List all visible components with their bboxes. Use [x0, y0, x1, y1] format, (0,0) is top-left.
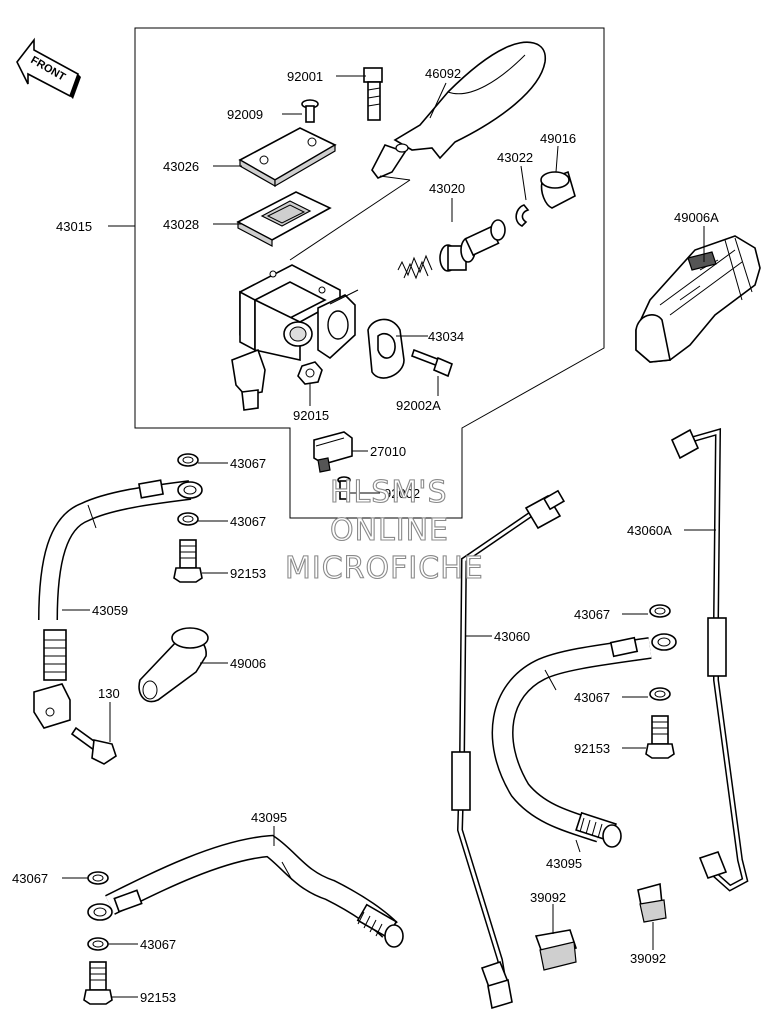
- part-labels: 92001 46092 92009 43026 43022 49016 4302…: [12, 66, 719, 1005]
- switch-screw: [337, 476, 351, 500]
- label-49016: 49016: [540, 131, 576, 146]
- holder-clamp: [367, 318, 405, 379]
- label-39092-a: 39092: [530, 890, 566, 905]
- clutch-pipe-43060A: [670, 428, 749, 892]
- label-92002: 92002: [384, 486, 420, 501]
- leader-lines: [62, 75, 716, 998]
- label-92153-c: 92153: [140, 990, 176, 1005]
- label-43067-d: 43067: [574, 690, 610, 705]
- banjo-bolt-a: [173, 539, 203, 583]
- pipe-clamp-a: [534, 929, 578, 971]
- piston-kit: [397, 219, 506, 280]
- label-43022: 43022: [497, 150, 533, 165]
- nut-92015: [297, 361, 323, 385]
- label-27010: 27010: [370, 444, 406, 459]
- clutch-pipe-43060: [451, 489, 566, 1010]
- cap-screw: [301, 99, 319, 123]
- label-39092-b: 39092: [630, 951, 666, 966]
- clutch-hose-43095-bottom: [87, 834, 404, 948]
- lever-cover: [635, 235, 761, 363]
- label-43026: 43026: [163, 159, 199, 174]
- circlip: [515, 204, 530, 227]
- assembly-outline: [134, 27, 605, 519]
- watermark-line-1: HLSM'S: [330, 475, 448, 510]
- label-46092: 46092: [425, 66, 461, 81]
- clamp-bolt: [410, 348, 453, 378]
- label-92001: 92001: [287, 69, 323, 84]
- clutch-hose-43059: [33, 479, 203, 729]
- label-43067-c: 43067: [574, 607, 610, 622]
- washer-f-hole: [92, 940, 104, 948]
- watermark-line-3: MICROFICHE: [285, 551, 484, 586]
- label-43067-a: 43067: [230, 456, 266, 471]
- label-43095-b: 43095: [546, 856, 582, 871]
- washer-d-hole: [654, 690, 666, 698]
- master-cylinder-body: [231, 264, 356, 411]
- label-43020: 43020: [429, 181, 465, 196]
- pipe-clamp-b: [637, 882, 667, 923]
- washer-e-hole: [92, 874, 104, 882]
- reservoir-cap: [238, 127, 337, 188]
- label-43095-a: 43095: [251, 810, 287, 825]
- clutch-hose-43095-right: [491, 633, 677, 848]
- label-92153-a: 92153: [230, 566, 266, 581]
- label-130: 130: [98, 686, 120, 701]
- label-43034: 43034: [428, 329, 464, 344]
- label-92015: 92015: [293, 408, 329, 423]
- pivot-bolt: [363, 67, 383, 121]
- dust-boot: [540, 170, 576, 209]
- label-49006A: 49006A: [674, 210, 719, 225]
- banjo-bolt-c: [83, 961, 113, 1005]
- watermark-line-2: ONLINE: [330, 513, 449, 548]
- washer-d: [649, 687, 671, 701]
- front-arrow-icon: FRONT: [16, 37, 81, 99]
- label-49006: 49006: [230, 656, 266, 671]
- label-43059: 43059: [92, 603, 128, 618]
- bolt-130: [70, 726, 117, 765]
- washer-a-hole: [182, 456, 194, 464]
- label-92002A: 92002A: [396, 398, 441, 413]
- label-43067-f: 43067: [140, 937, 176, 952]
- washer-e: [87, 871, 109, 885]
- label-43067-b: 43067: [230, 514, 266, 529]
- label-92153-b: 92153: [574, 741, 610, 756]
- bleeder-cap: [138, 627, 209, 703]
- label-43060: 43060: [494, 629, 530, 644]
- label-43015: 43015: [56, 219, 92, 234]
- washer-b-hole: [182, 515, 194, 523]
- banjo-bolt-b: [645, 715, 675, 759]
- diaphragm: [236, 191, 332, 247]
- label-43060A: 43060A: [627, 523, 672, 538]
- washer-a: [177, 453, 199, 467]
- washer-f: [87, 937, 109, 951]
- label-43028: 43028: [163, 217, 199, 232]
- label-92009: 92009: [227, 107, 263, 122]
- washer-c: [649, 604, 671, 618]
- label-43067-e: 43067: [12, 871, 48, 886]
- watermark: HLSM'S ONLINE MICROFICHE: [284, 474, 484, 586]
- clutch-switch: [313, 431, 353, 473]
- clutch-lever: [371, 41, 546, 179]
- washer-b: [177, 512, 199, 526]
- washer-c-hole: [654, 607, 666, 615]
